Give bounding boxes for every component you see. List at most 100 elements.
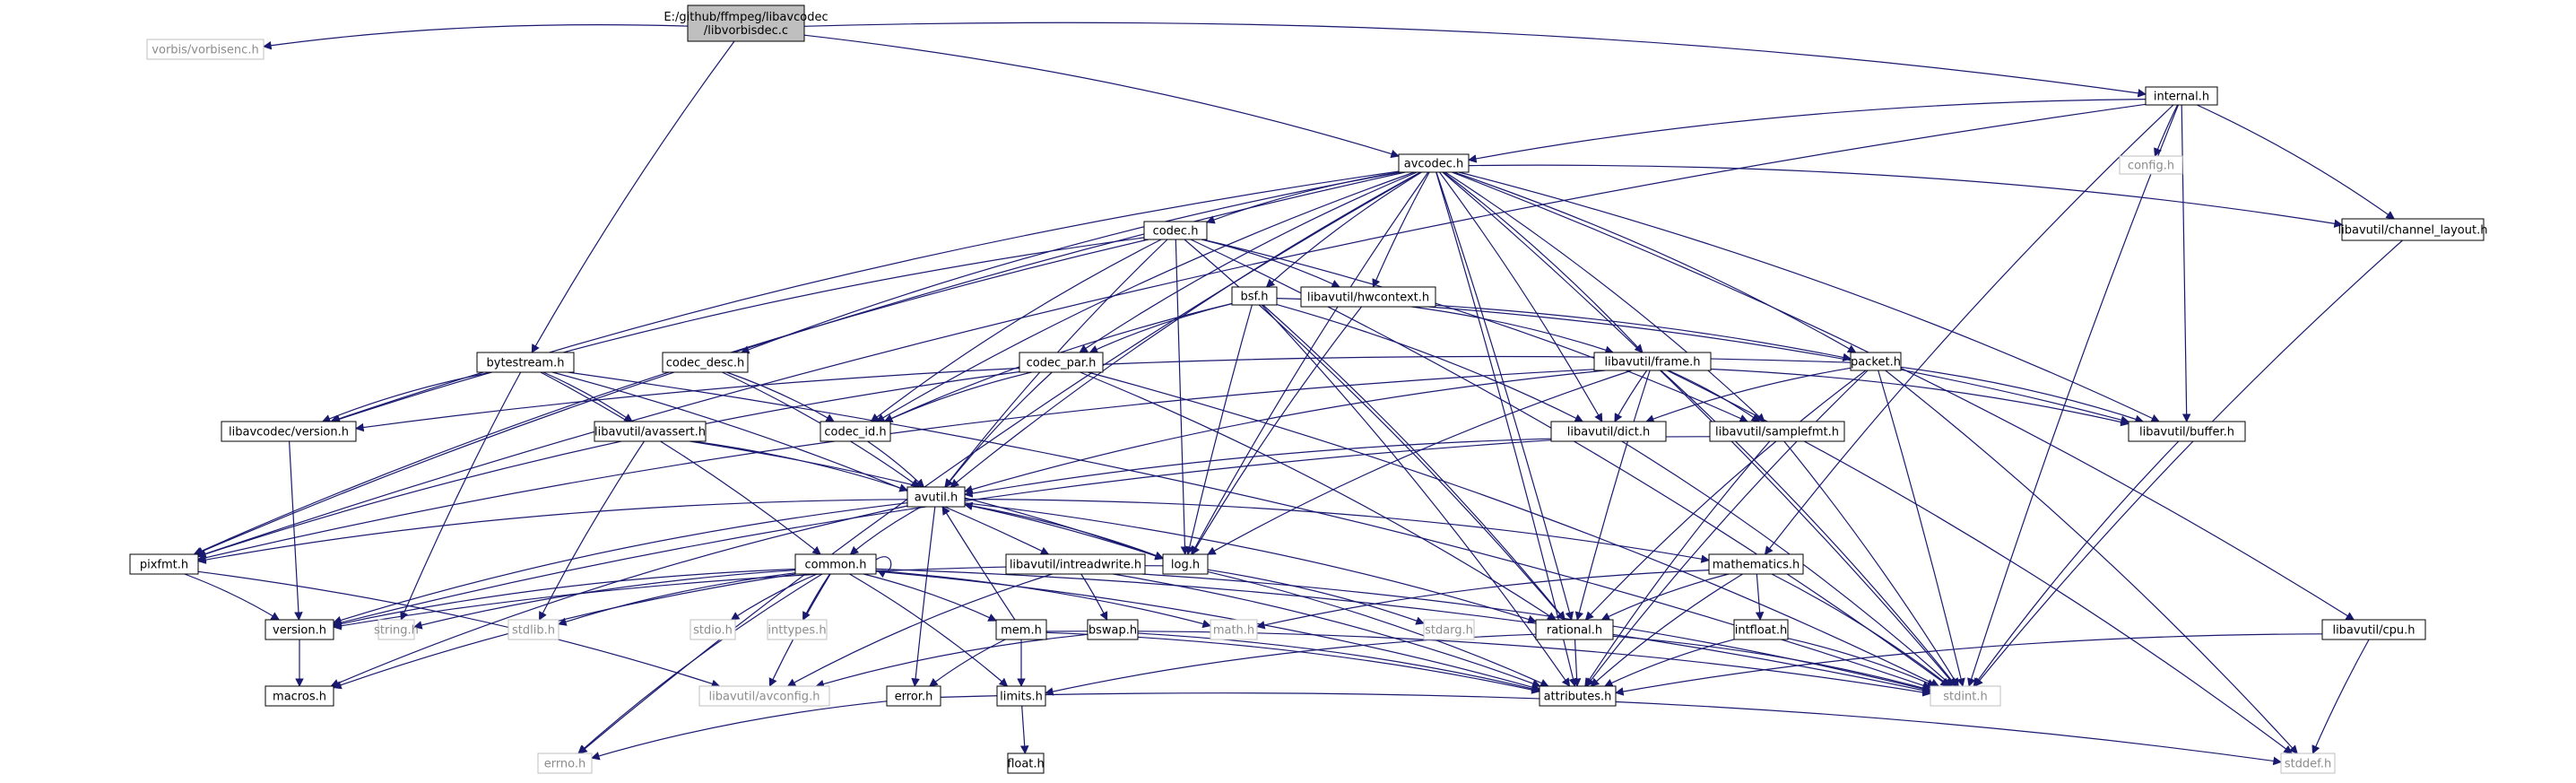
edge-codec_par-to-codec_id <box>883 371 1032 422</box>
node-error[interactable]: error.h <box>886 685 941 707</box>
node-log[interactable]: log.h <box>1162 553 1209 575</box>
node-label: libavutil/avconfig.h <box>709 691 820 704</box>
node-box <box>1539 685 1617 707</box>
node-label: stddef.h <box>2285 758 2331 771</box>
node-label: error.h <box>895 691 933 704</box>
edge-intreadwrite-to-stdint <box>1141 573 1931 693</box>
edge-root-to-bytestream <box>531 40 735 353</box>
node-hwcontext[interactable]: libavutil/hwcontext.h <box>1300 286 1436 308</box>
node-mem[interactable]: mem.h <box>995 619 1047 640</box>
node-rational[interactable]: rational.h <box>1535 619 1614 640</box>
node-label: libavutil/dict.h <box>1567 426 1651 439</box>
node-box <box>1143 221 1208 240</box>
edge-avcodec-to-cpu <box>1451 171 2355 621</box>
node-label: libavutil/cpu.h <box>2332 624 2415 638</box>
node-inttypes: inttypes.h <box>767 619 828 640</box>
edge-codec-to-samplefmt <box>1201 239 1748 422</box>
node-intfloat[interactable]: intfloat.h <box>1733 619 1789 640</box>
edge-bytestream-to-intreadwrite <box>551 371 1050 555</box>
node-box <box>2341 218 2485 241</box>
edge-avutil-to-version <box>333 502 908 625</box>
node-limits[interactable]: limits.h <box>996 685 1046 707</box>
edge-samplefmt-to-stdint <box>1783 440 1959 687</box>
edge-mathematics-to-intfloat <box>1755 573 1765 621</box>
node-cpu[interactable]: libavutil/cpu.h <box>2321 619 2426 640</box>
edge-avcodec-to-buffer <box>1458 171 2160 422</box>
node-box <box>1162 553 1209 575</box>
node-bswap[interactable]: bswap.h <box>1087 619 1139 640</box>
node-codec_par[interactable]: codec_par.h <box>1019 352 1104 373</box>
node-label: vorbis/vorbisenc.h <box>152 44 258 57</box>
node-packet[interactable]: packet.h <box>1850 352 1902 371</box>
node-bsf[interactable]: bsf.h <box>1231 286 1278 306</box>
node-label: inttypes.h <box>768 624 826 638</box>
node-intreadwrite[interactable]: libavutil/intreadwrite.h <box>1005 553 1146 575</box>
edge-internal-to-stdint <box>1967 104 2179 687</box>
node-bytestream[interactable]: bytestream.h <box>476 352 575 373</box>
edge-bsf-to-packet <box>1276 298 1852 362</box>
node-float[interactable]: float.h <box>1007 753 1045 774</box>
node-dict[interactable]: libavutil/dict.h <box>1550 421 1667 442</box>
edge-avcodec-to-stdint <box>1442 171 1956 687</box>
edge-lavc_version-to-version <box>289 440 303 621</box>
node-vorbisenc: vorbis/vorbisenc.h <box>146 39 265 60</box>
edge-packet-to-stdint <box>1878 370 1965 687</box>
node-frame[interactable]: libavutil/frame.h <box>1593 352 1712 371</box>
edge-avcodec-to-codec_desc <box>740 171 1401 354</box>
node-config: config.h <box>2119 155 2183 175</box>
node-avassert[interactable]: libavutil/avassert.h <box>594 421 707 442</box>
edge-mem-to-avutil <box>941 506 1016 621</box>
edge-avcodec-to-hwcontext <box>1372 171 1430 288</box>
node-box <box>1423 619 1475 640</box>
node-root[interactable]: E:/github/ffmpeg/libavcodec/libvorbisdec… <box>664 4 828 42</box>
node-label: macros.h <box>273 691 326 704</box>
edge-mathematics-to-math <box>1256 570 1710 630</box>
edge-avcodec-to-codec_id <box>875 171 1415 422</box>
edge-avcodec-to-avutil <box>950 171 1421 488</box>
node-label: pixfmt.h <box>140 559 188 572</box>
node-buffer[interactable]: libavutil/buffer.h <box>2128 421 2246 442</box>
edge-frame-to-samplefmt <box>1668 370 1761 422</box>
node-box <box>2119 155 2183 175</box>
node-version[interactable]: version.h <box>265 619 334 640</box>
node-attributes[interactable]: attributes.h <box>1539 685 1617 707</box>
edge-common-to-stdio <box>730 573 818 621</box>
edge-codec_desc-to-codec_id <box>726 371 835 422</box>
node-codec_id[interactable]: codec_id.h <box>820 421 891 442</box>
node-box <box>1850 352 1902 371</box>
edge-limits-to-float <box>1019 705 1029 754</box>
edge-internal-to-channel_layout <box>2197 104 2395 220</box>
node-label: log.h <box>1171 559 1200 572</box>
node-box <box>476 352 575 373</box>
edge-common-to-version <box>333 568 796 629</box>
edge-dict-to-version <box>333 439 1552 627</box>
node-label: codec_desc.h <box>666 357 745 370</box>
edge-hwcontext-to-buffer <box>1427 306 2129 424</box>
edge-internal-to-pixfmt <box>197 103 2147 558</box>
edge-codec-to-lavc_version <box>331 237 1145 423</box>
node-samplefmt[interactable]: libavutil/samplefmt.h <box>1709 421 1845 442</box>
edge-common-to-math <box>875 570 1211 629</box>
node-codec[interactable]: codec.h <box>1143 221 1208 240</box>
edge-samplefmt-to-attributes <box>1584 440 1771 687</box>
node-stdlib: stdlib.h <box>507 619 559 640</box>
node-box <box>221 421 357 442</box>
node-avcodec[interactable]: avcodec.h <box>1398 153 1470 173</box>
node-channel_layout[interactable]: libavutil/channel_layout.h <box>2338 218 2488 241</box>
node-label: stdint.h <box>1943 691 1987 704</box>
node-common[interactable]: common.h <box>794 553 877 575</box>
node-codec_desc[interactable]: codec_desc.h <box>662 352 749 373</box>
edge-mem-to-stdint <box>1045 631 1931 697</box>
edge-mem-to-attributes <box>1045 631 1540 694</box>
node-pixfmt[interactable]: pixfmt.h <box>129 553 199 575</box>
node-macros[interactable]: macros.h <box>265 685 334 707</box>
node-lavc_version[interactable]: libavcodec/version.h <box>221 421 357 442</box>
edge-mem-to-error <box>929 639 1006 687</box>
node-internal[interactable]: internal.h <box>2145 86 2218 106</box>
node-avutil[interactable]: avutil.h <box>906 486 966 508</box>
node-box <box>1930 685 2001 707</box>
node-box <box>2145 86 2218 106</box>
edge-common-to-limits <box>849 573 1009 687</box>
node-label: E:/github/ffmpeg/libavcodec <box>664 11 828 24</box>
node-mathematics[interactable]: mathematics.h <box>1708 553 1804 575</box>
